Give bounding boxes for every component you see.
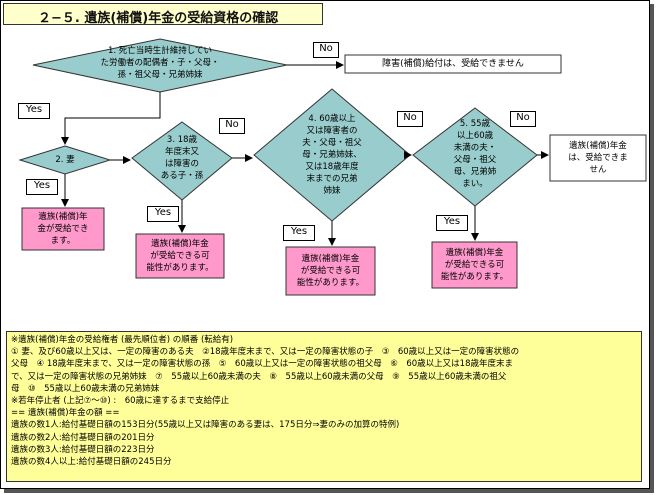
outcome-box-5 xyxy=(431,241,518,289)
note-line: ※若年停止者 (上記⑦〜⑩) : 60歳に達するまで支給停止 xyxy=(11,396,230,407)
decision-label-3: 3. 18歳 年度末又 は障害の ある子・孫 xyxy=(160,135,204,181)
outcome-label-5: 遺族(補償)年金 が受給できる可 能性があります。 xyxy=(440,248,509,282)
note-line: ※遺族(補償)年金の受給権者 (最先順位者) の順番 (転給有) xyxy=(11,335,234,345)
title-box: ２−５. 遺族(補償)年金の受給資格の確認 xyxy=(3,3,323,26)
no-label-q4: No xyxy=(397,111,423,127)
yes-label-q1: Yes xyxy=(18,103,50,119)
note-line: 遺族の数1人:給付基礎日額の153日分(55歳以上又は障害のある妻は、175日分… xyxy=(11,420,400,431)
outcome-label-wife: 遺族(補償)年 金が受給でき ます。 xyxy=(37,212,89,246)
outcome-box-wife xyxy=(21,207,105,251)
page-title: ２−５. 遺族(補償)年金の受給資格の確認 xyxy=(38,11,279,26)
no-label-q1: No xyxy=(313,42,339,58)
decision-label-4: 4. 60歳以上 又は障害者の 夫・父母・祖父 母・兄弟姉妹、 又は18歳年度 … xyxy=(302,114,362,196)
decision-label-5: 5. 55歳 以上60歳 未満の夫・ 父母・祖父 母、兄弟姉 まい。 xyxy=(453,119,497,189)
outcome-box-4 xyxy=(285,246,376,296)
arrow-q1-yes xyxy=(61,92,161,145)
yes-label-q3: Yes xyxy=(147,206,179,222)
outcome-box-3 xyxy=(135,233,225,279)
note-line: 父母 ④ 18歳年度末まで、又は一定の障害状態の孫 ⑤ 60歳以上又は一定の障害… xyxy=(11,359,513,370)
decision-label-2: 2. 妻 xyxy=(55,155,75,165)
outcome-label-right: 遺族(補償)年金 は、受給できま せん xyxy=(568,141,628,175)
no-label-q5: No xyxy=(510,111,536,127)
note-line: 遺族の数4人以上:給付基礎日額の245日分 xyxy=(11,457,172,468)
yes-label-q4: Yes xyxy=(283,225,315,241)
note-line: == 遺族(補償)年金の額 == xyxy=(11,408,120,419)
outcome-label-3: 遺族(補償)年金 が受給できる可 能性があります。 xyxy=(146,239,214,273)
note-line: ① 妻、及び60歳以上又は、一定の障害のある夫 ②18歳年度末まで、又は一定の障… xyxy=(11,347,520,358)
decision-label-1: 1. 死亡当時生計維持してい た労働者の配偶者・子・父母・ 孫・祖父母・兄弟姉妹 xyxy=(100,46,220,80)
note-line: 遺族の数2人:給付基礎日額の201日分 xyxy=(11,432,155,443)
outcome-box-top xyxy=(344,54,562,74)
notes-panel: ※遺族(補償)年金の受給権者 (最先順位者) の順番 (転給有) ① 妻、及び6… xyxy=(6,331,642,482)
note-line: 遺族の数3人:給付基礎日額の223日分 xyxy=(11,444,155,455)
outcome-label-4: 遺族(補償)年金 が受給できる可 能性があります。 xyxy=(296,254,365,288)
outcome-box-right xyxy=(549,134,647,182)
note-line: 母 ⑩ 55歳以上60歳未満の兄弟姉妹 xyxy=(11,383,160,394)
no-label-q3: No xyxy=(219,118,245,134)
yes-label-q5: Yes xyxy=(436,215,468,231)
outcome-label-top: 障害(補償)給付は、受給できません xyxy=(382,59,524,69)
note-line: で、又は一定の障害状態の兄弟姉妹 ⑦ 55歳以上60歳未満の夫 ⑧ 55歳以上6… xyxy=(11,371,507,382)
yes-label-q2: Yes xyxy=(26,179,58,195)
